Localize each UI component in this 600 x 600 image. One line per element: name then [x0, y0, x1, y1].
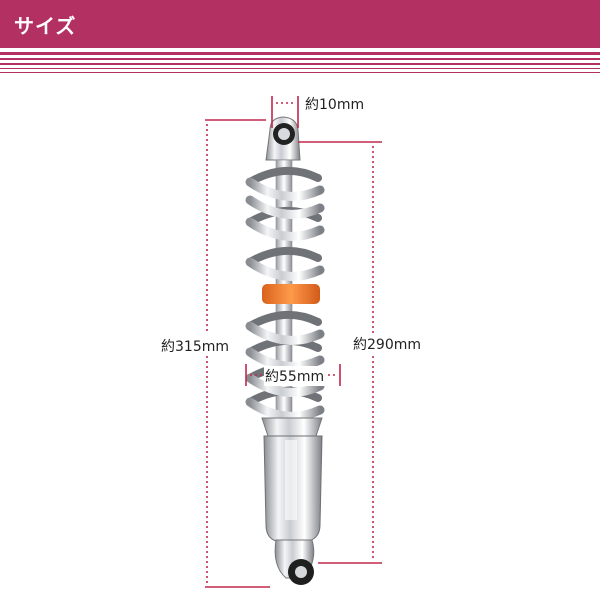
center-distance-label: 約290mm	[352, 334, 422, 354]
spring-diameter-label: 約55mm	[264, 366, 326, 386]
spring-seat	[261, 417, 323, 437]
section-title: サイズ	[14, 14, 77, 38]
section-header: サイズ	[0, 0, 600, 48]
header-stripe	[0, 52, 600, 55]
header-stripe	[0, 72, 600, 73]
eye-width-label: 約10mm	[304, 94, 366, 114]
top-mount-eye	[265, 116, 301, 161]
header-stripe	[0, 68, 600, 69]
dimension-lines	[205, 96, 382, 588]
bottom-mount-eye	[274, 539, 315, 585]
total-length-label: 約315mm	[160, 336, 230, 356]
header-stripe	[0, 58, 600, 60]
body-highlight	[285, 440, 297, 520]
header-stripe	[0, 63, 600, 65]
preload-collar	[262, 284, 320, 304]
